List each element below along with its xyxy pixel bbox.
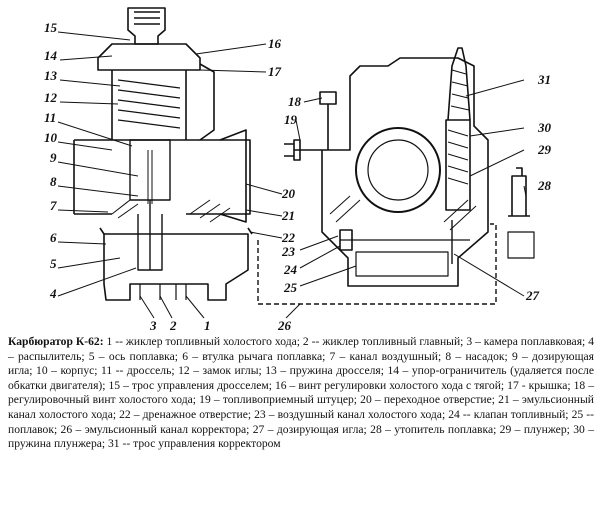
label-17: 17 — [268, 64, 282, 79]
label-24: 24 — [283, 262, 298, 277]
label-9: 9 — [50, 150, 57, 165]
fuel-valve — [339, 229, 353, 251]
emulsion-channel-dashed — [257, 223, 497, 305]
label-13: 13 — [44, 68, 58, 83]
label-27: 27 — [525, 288, 540, 303]
label-22: 22 — [281, 230, 296, 245]
carburetor-body — [112, 139, 251, 215]
label-18: 18 — [288, 94, 302, 109]
corrector-cable — [447, 47, 471, 121]
throttle-spring-housing — [111, 70, 187, 140]
label-29: 29 — [537, 142, 552, 157]
label-28: 28 — [537, 178, 552, 193]
label-7: 7 — [50, 198, 57, 213]
cover — [97, 43, 201, 71]
label-12: 12 — [44, 90, 58, 105]
label-10: 10 — [44, 130, 58, 145]
figure-caption: Карбюратор К-62: 1 -- жиклер топливный х… — [8, 335, 594, 452]
label-20: 20 — [281, 186, 296, 201]
label-6: 6 — [50, 230, 57, 245]
throttle-spring — [117, 79, 181, 129]
label-4: 4 — [49, 286, 57, 301]
label-8: 8 — [50, 174, 57, 189]
label-1: 1 — [204, 318, 211, 333]
caption-title: Карбюратор К-62: — [8, 335, 104, 348]
label-26: 26 — [277, 318, 292, 333]
venturi — [355, 127, 441, 213]
label-16: 16 — [268, 36, 282, 51]
label-11: 11 — [44, 110, 56, 125]
main-jet — [139, 284, 187, 300]
plunger-housing — [445, 119, 471, 211]
label-2: 2 — [169, 318, 177, 333]
tickler-button — [507, 231, 535, 259]
diffuser — [137, 214, 163, 271]
label-15: 15 — [44, 20, 58, 35]
label-25: 25 — [283, 280, 298, 295]
throttle-cable-cap — [127, 7, 166, 45]
idle-adjust-screw — [319, 91, 337, 150]
fuel-inlet-fitting — [284, 139, 322, 161]
label-5: 5 — [50, 256, 57, 271]
carburetor-diagram: 15 14 13 12 11 10 9 8 7 6 5 4 3 2 1 16 1… — [44, 7, 552, 333]
label-30: 30 — [537, 120, 552, 135]
body-cross-section — [321, 57, 489, 287]
label-19: 19 — [284, 112, 298, 127]
label-31: 31 — [537, 72, 551, 87]
label-14: 14 — [44, 48, 58, 63]
label-3: 3 — [149, 318, 157, 333]
float — [355, 251, 449, 277]
air-intake — [73, 139, 112, 215]
float-tickler — [508, 167, 530, 217]
throttle-slide — [129, 139, 171, 201]
caption-text: 1 -- жиклер топливный холостого хода; 2 … — [8, 335, 594, 451]
label-23: 23 — [281, 244, 296, 259]
float-chamber — [103, 233, 249, 301]
plunger-spring — [447, 129, 469, 185]
label-21: 21 — [281, 208, 295, 223]
